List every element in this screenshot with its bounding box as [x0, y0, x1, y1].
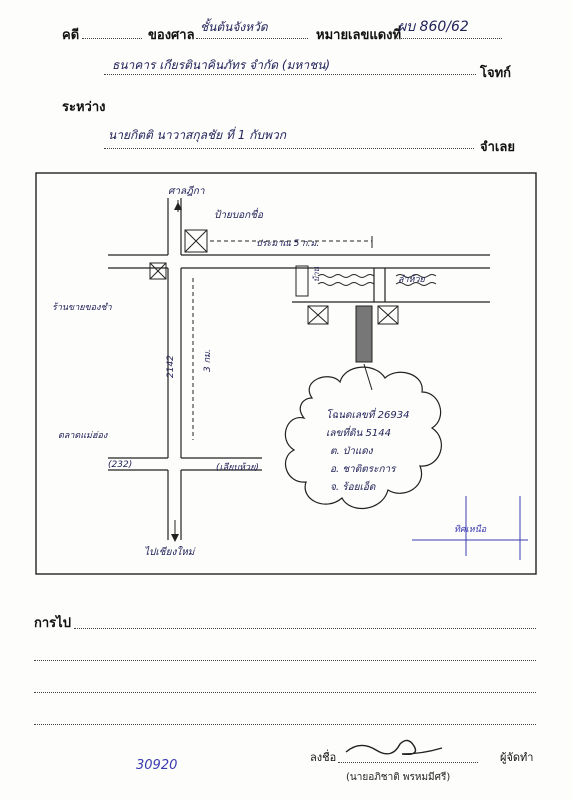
x-box-left — [149, 262, 167, 280]
code-number: 30920 — [136, 758, 178, 773]
map-left-landmark: ร้านขายของชำ — [52, 303, 112, 313]
sign-dotted-line — [338, 762, 478, 763]
map-top-north: ศาลฎีกา — [168, 186, 205, 197]
plaintiff-label: โจทก์ — [480, 65, 512, 80]
plaintiff-value: ธนาคาร เกียรตินาคินภัทร จำกัด (มหาชน) — [112, 58, 331, 72]
map-road-3km: 3 กม. — [203, 349, 213, 372]
defendant-label: จำเลย — [480, 139, 515, 154]
cloud-line-4: อ. ชาติตระการ — [330, 464, 396, 475]
land-plot — [355, 305, 373, 363]
x-box-right-a — [307, 305, 329, 325]
map-left-market: ตลาดแม่ฮ่อง — [58, 431, 108, 441]
court-label: ของศาล — [148, 27, 195, 42]
black-number-dotted-line — [394, 38, 502, 39]
cloud-line-3: ต. ป่าแดง — [330, 446, 373, 457]
case-dotted-line — [82, 38, 142, 39]
next-label: การไป — [34, 615, 71, 630]
land-plot-pointer — [363, 363, 373, 391]
creek-wave-4 — [395, 282, 437, 286]
map-road-232: (232) — [108, 460, 133, 470]
next-dotted-line-4 — [34, 724, 536, 725]
black-number-value: ผบ 860/62 — [398, 19, 469, 35]
creek-wave-1 — [317, 274, 375, 278]
map-road-2142: 2142 — [166, 355, 176, 378]
map-road-right: (เลียบห้วย) — [216, 463, 259, 473]
case-label: คดี — [62, 27, 80, 42]
land-cloud — [284, 366, 442, 510]
map-road-distance: ประมาณ 5 ก.ม. — [256, 239, 320, 249]
north-arrow-head — [174, 202, 182, 210]
defendant-dotted-line — [104, 148, 474, 149]
court-value: ชั้นต้นจังหวัด — [200, 20, 268, 34]
map-bottom-south: ไปเชียงใหม่ — [144, 547, 195, 558]
cloud-line-1: โฉนดเลขที่ 26934 — [326, 410, 410, 421]
cloud-line-2: เลขที่ดิน 5144 — [326, 428, 391, 439]
map-river-label: ลำห้วย — [398, 275, 425, 285]
next-dotted-line-1 — [74, 628, 536, 629]
sign-label: ลงชื่อ — [310, 752, 337, 764]
next-dotted-line-3 — [34, 692, 536, 693]
x-box-right-b — [377, 305, 399, 325]
south-arrow-head — [171, 534, 179, 542]
map-north-sign: ทิศเหนือ — [454, 525, 487, 535]
defendant-value: นายกิตติ นาวาสกุลชัย ที่ 1 กับพวก — [108, 128, 286, 142]
creek-wave-3 — [395, 274, 437, 278]
creek-sign-box — [295, 265, 309, 297]
role-label: ผู้จัดทำ — [500, 752, 534, 764]
cloud-line-5: จ. ร้อยเอ็ด — [330, 482, 376, 493]
map-frame — [35, 172, 537, 575]
court-dotted-line — [196, 38, 308, 39]
black-number-label: หมายเลขแดงที่ — [316, 27, 402, 42]
signature-scribble — [345, 739, 443, 756]
between-label: ระหว่าง — [62, 99, 106, 114]
x-box-top — [184, 229, 208, 253]
map-house-label: บ้าน — [312, 266, 321, 282]
plaintiff-dotted-line — [104, 74, 476, 75]
next-dotted-line-2 — [34, 660, 536, 661]
creek-wave-2 — [317, 282, 375, 286]
signer-name: (นายอภิชาติ พรหมมีศรี) — [346, 772, 451, 783]
map-arrow-label: ป้ายบอกชื่อ — [214, 210, 264, 221]
